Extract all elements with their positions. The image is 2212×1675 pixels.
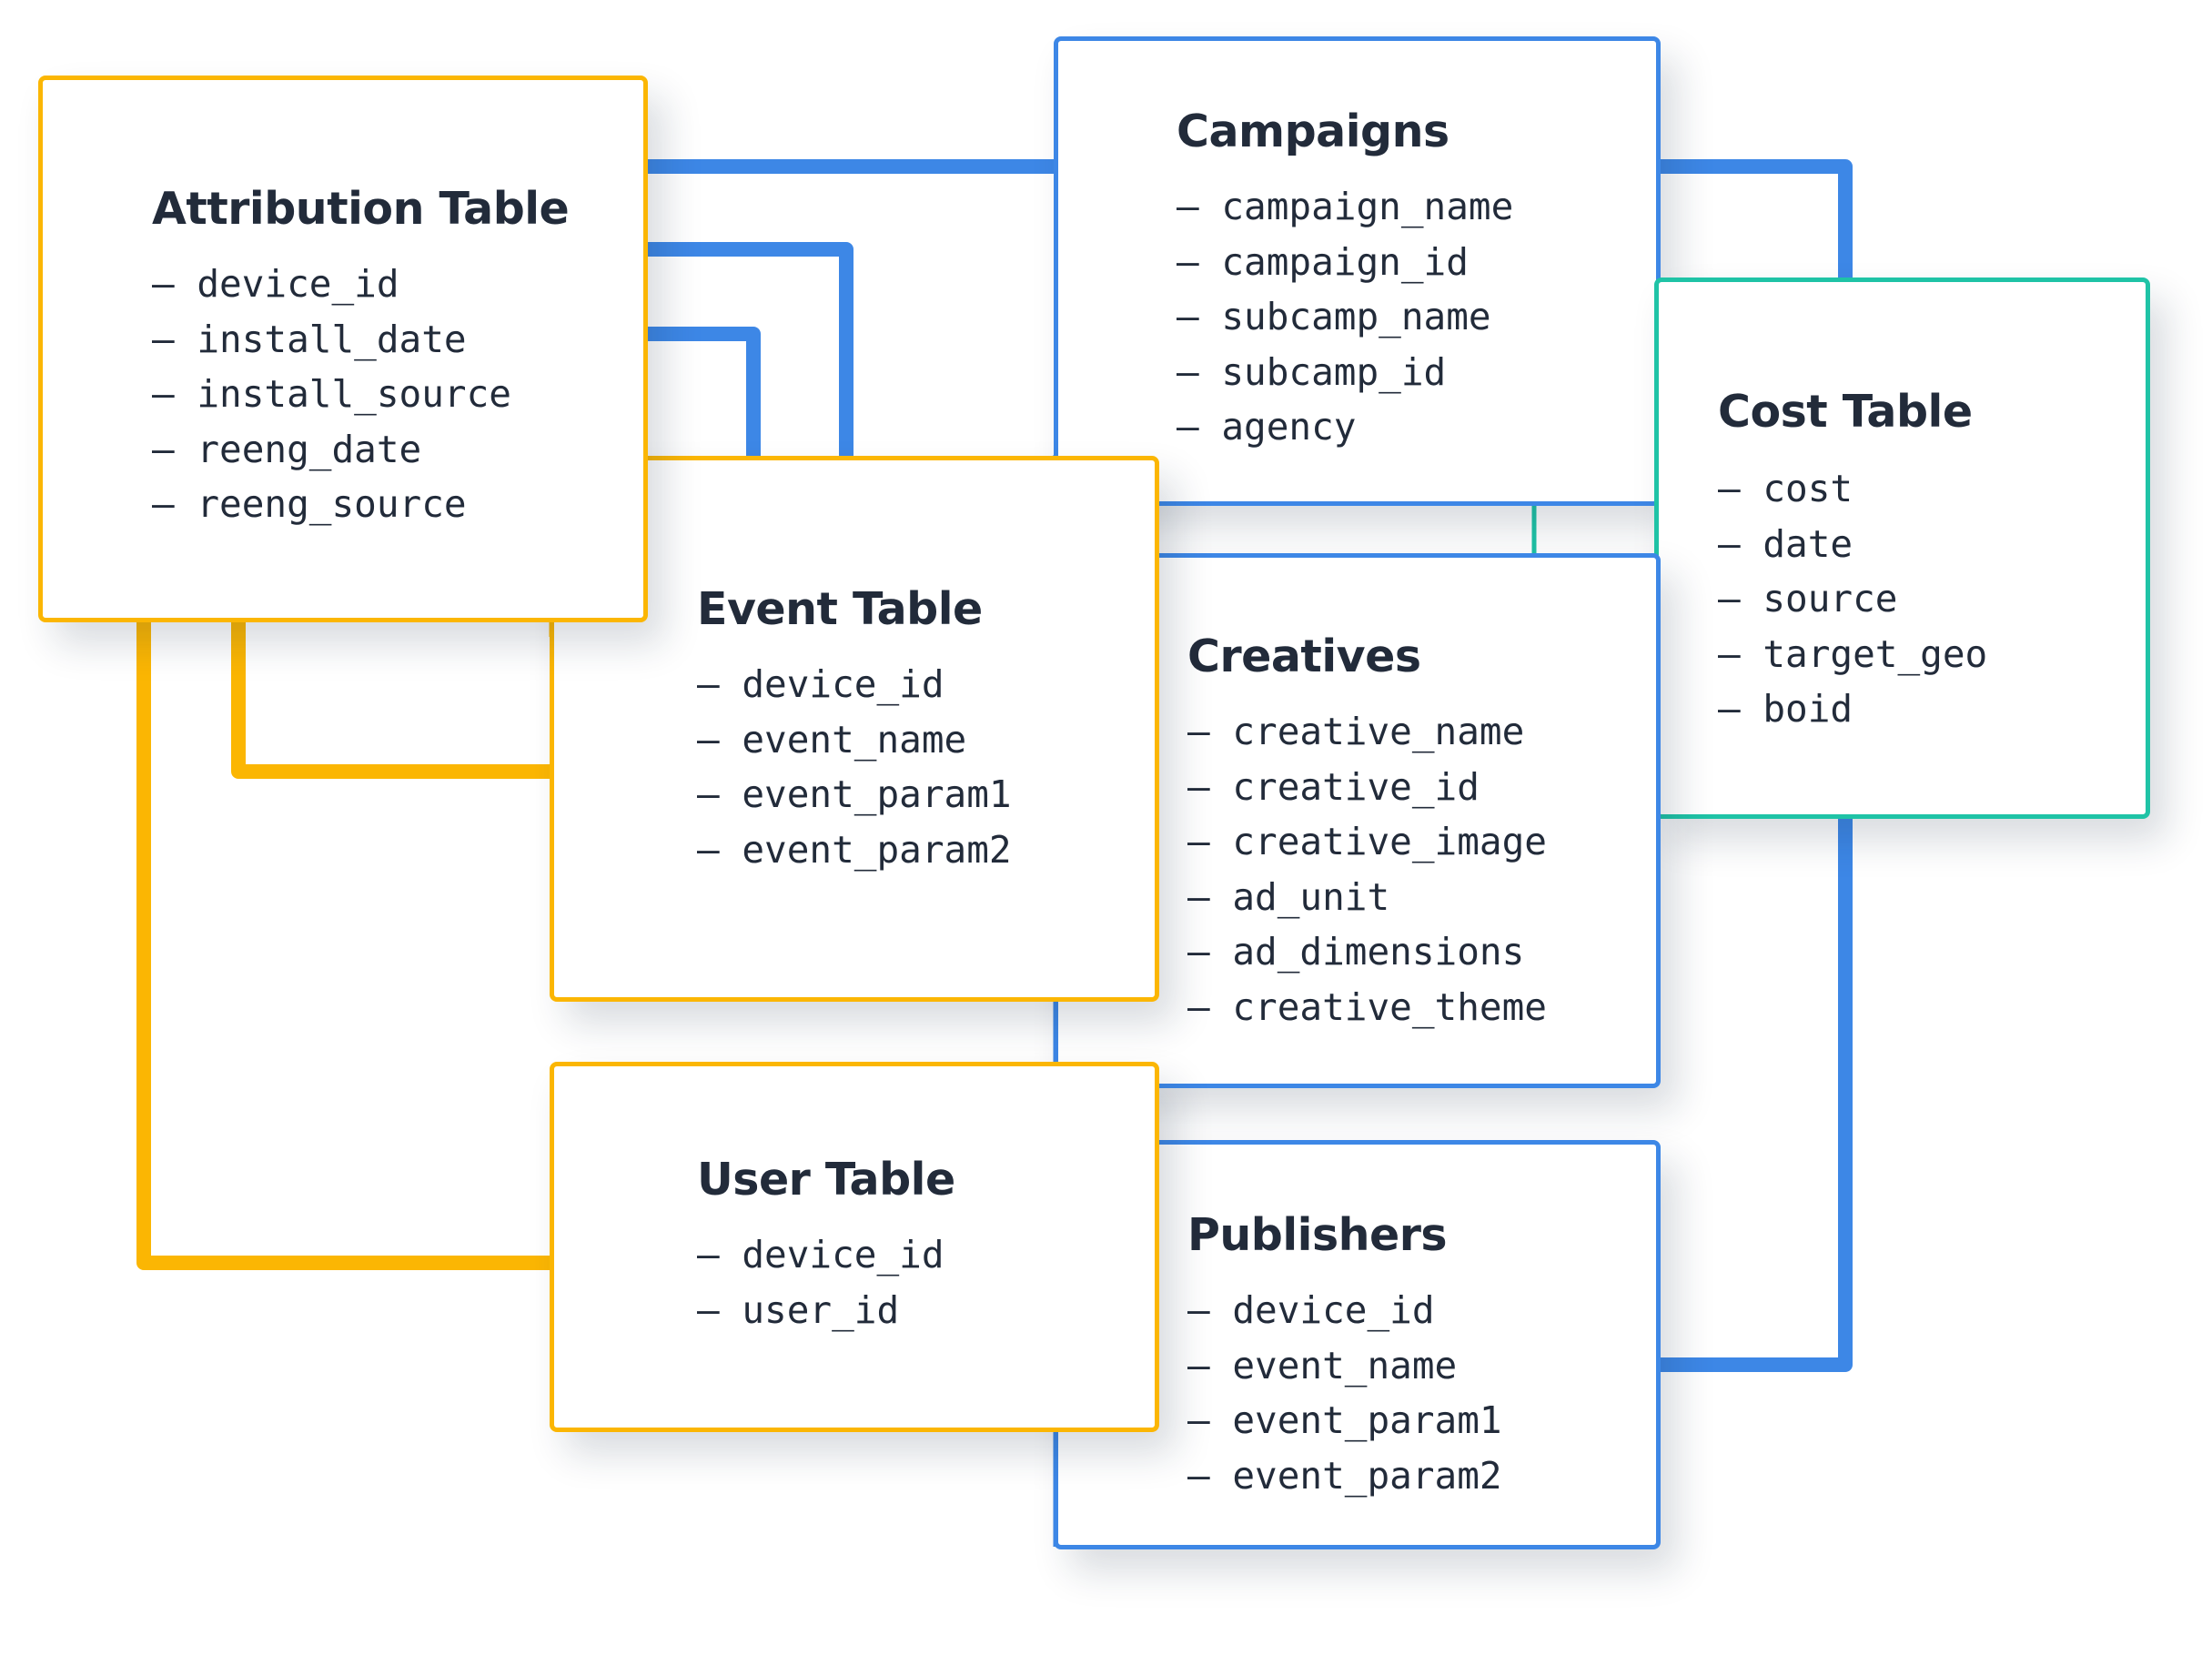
campaigns-field: — campaign_name	[1177, 185, 1514, 228]
cost-table-field: — target_geo	[1718, 631, 1988, 676]
user-table-field-list: — device_id — user_id	[697, 1227, 944, 1337]
link-attribution-event-inner	[641, 327, 761, 460]
campaigns-field: — campaign_id	[1177, 239, 1469, 284]
cost-table-field: — cost	[1718, 467, 1853, 510]
event-table-field: — device_id	[697, 662, 944, 706]
link-cost-publishers	[1656, 816, 1853, 1372]
campaigns-field: — agency	[1177, 405, 1357, 449]
campaigns-field: — subcamp_name	[1177, 295, 1491, 338]
user-table-card: User Table — device_id — user_id	[550, 1062, 1159, 1432]
publishers-table-card: Publishers — device_id — event_name — ev…	[1054, 1140, 1661, 1549]
event-table-card: Event Table — device_id — event_name — e…	[550, 456, 1159, 1002]
creatives-field: — creative_id	[1187, 764, 1480, 809]
campaigns-table-card: Campaigns — campaign_name — campaign_id …	[1054, 36, 1661, 506]
publishers-field: — event_param2	[1187, 1453, 1502, 1498]
link-attribution-event-outer	[641, 242, 853, 460]
link-attribution-event	[231, 619, 551, 779]
campaigns-field-list: — campaign_name — campaign_id — subcamp_…	[1177, 179, 1513, 455]
attribution-table-field: — install_date	[152, 317, 467, 361]
event-table-field-list: — device_id — event_name — event_param1 …	[697, 657, 1012, 877]
cost-table-field: — source	[1718, 577, 1898, 621]
creatives-field-list: — creative_name — creative_id — creative…	[1187, 704, 1547, 1034]
attribution-table-field-list: — device_id — install_date — install_sou…	[152, 257, 511, 532]
creatives-field: — creative_name	[1187, 710, 1525, 753]
user-table-title: User Table	[697, 1154, 955, 1206]
publishers-field: — event_name	[1187, 1343, 1458, 1387]
attribution-table-field: — device_id	[152, 262, 399, 306]
event-table-field: — event_param1	[697, 772, 1012, 816]
user-table-field: — device_id	[697, 1233, 944, 1276]
attribution-table-field: — install_source	[152, 372, 511, 416]
attribution-table-field: — reeng_source	[152, 482, 467, 526]
link-attribution-user	[136, 619, 551, 1270]
campaigns-field: — subcamp_id	[1177, 349, 1447, 394]
event-table-title: Event Table	[697, 583, 983, 635]
event-table-field: — event_param2	[697, 827, 1012, 872]
creatives-field: — creative_image	[1187, 820, 1547, 863]
link-campaigns-cost	[1656, 159, 1853, 277]
attribution-table-card: Attribution Table — device_id — install_…	[38, 76, 648, 622]
cost-table-title: Cost Table	[1718, 386, 1973, 438]
creatives-field: — ad_dimensions	[1187, 930, 1525, 974]
publishers-field-list: — device_id — event_name — event_param1 …	[1187, 1283, 1502, 1503]
user-table-field: — user_id	[697, 1287, 900, 1332]
creatives-field: — creative_theme	[1187, 984, 1547, 1029]
publishers-field: — device_id	[1187, 1288, 1435, 1332]
creatives-field: — ad_unit	[1187, 874, 1390, 919]
cost-table-card: Cost Table — cost — date — source — targ…	[1654, 277, 2150, 819]
cost-table-field-list: — cost — date — source — target_geo — bo…	[1718, 461, 1987, 737]
publishers-title: Publishers	[1187, 1209, 1448, 1261]
publishers-field: — event_param1	[1187, 1398, 1502, 1442]
campaigns-title: Campaigns	[1177, 106, 1449, 157]
attribution-table-title: Attribution Table	[152, 183, 570, 235]
cost-table-field: — boid	[1718, 687, 1853, 731]
attribution-table-field: — reeng_date	[152, 427, 422, 471]
event-table-field: — event_name	[697, 717, 967, 762]
cost-table-field: — date	[1718, 521, 1853, 566]
creatives-title: Creatives	[1187, 631, 1421, 682]
